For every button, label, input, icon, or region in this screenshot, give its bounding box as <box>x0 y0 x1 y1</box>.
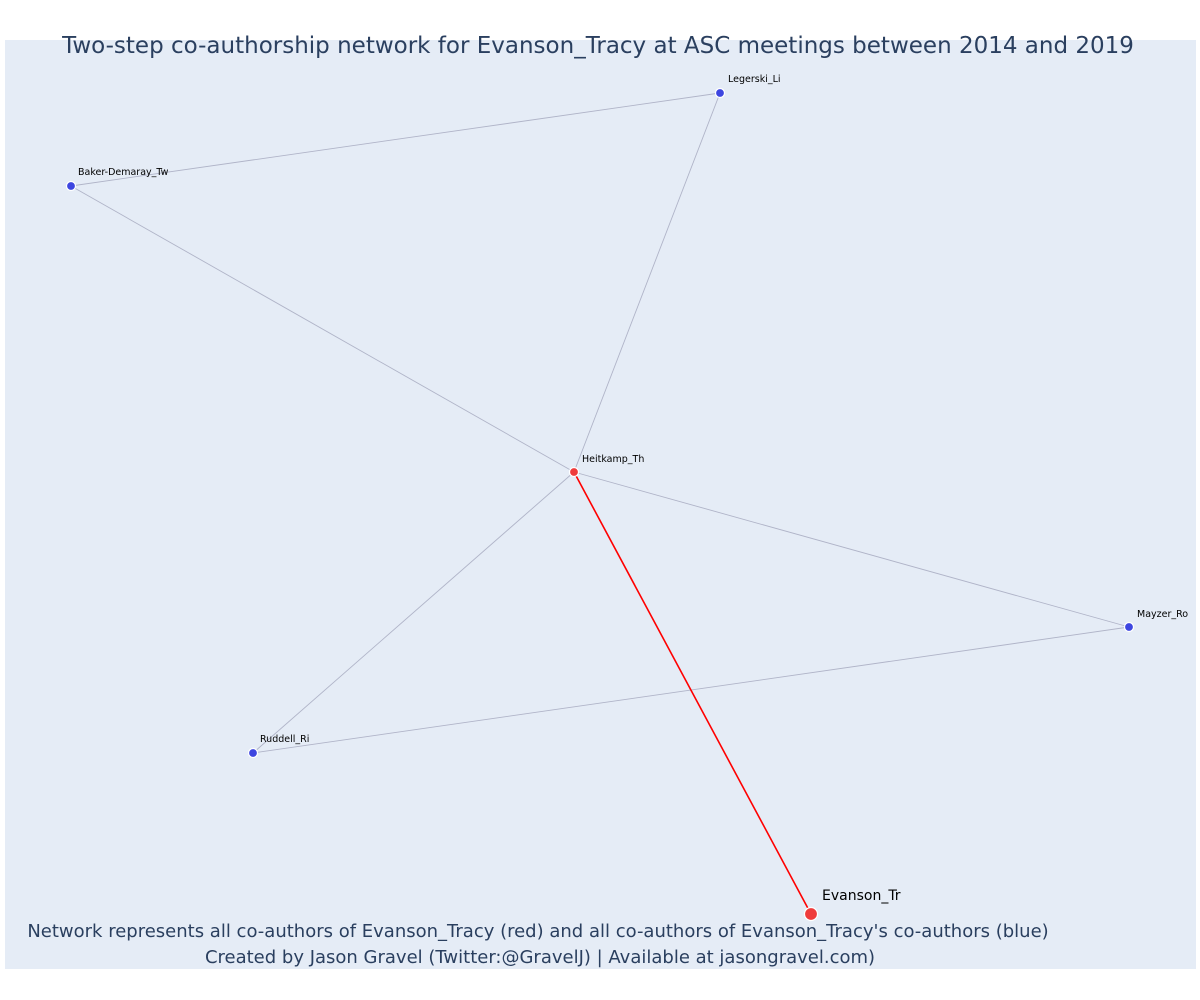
node-Mayzer_Ro[interactable] <box>1123 621 1135 633</box>
node-label-Heitkamp_Th: Heitkamp_Th <box>582 454 644 465</box>
node-label-Mayzer_Ro: Mayzer_Ro <box>1137 609 1188 620</box>
edge-Legerski_Li-Heitkamp_Th <box>573 92 721 473</box>
chart-title: Two-step co-authorship network for Evans… <box>61 33 1134 59</box>
nodes-layer <box>65 87 1135 922</box>
edge-Heitkamp_Th-Evanson_Tr <box>573 471 812 915</box>
edges-layer <box>70 92 1130 915</box>
node-label-Legerski_Li: Legerski_Li <box>728 74 781 85</box>
plot-background <box>5 40 1196 969</box>
node-Legerski_Li[interactable] <box>714 87 726 99</box>
node-Heitkamp_Th[interactable] <box>568 466 580 478</box>
caption-line-2: Created by Jason Gravel (Twitter:@Gravel… <box>205 947 875 968</box>
labels-layer: Legerski_LiBaker-Demaray_TwHeitkamp_ThMa… <box>78 74 1188 904</box>
node-label-Ruddell_Ri: Ruddell_Ri <box>260 734 309 745</box>
edge-Baker-Demaray_Tw-Legerski_Li <box>70 92 721 187</box>
edge-Heitkamp_Th-Ruddell_Ri <box>252 471 575 754</box>
edge-Baker-Demaray_Tw-Heitkamp_Th <box>70 185 575 473</box>
node-label-Baker-Demaray_Tw: Baker-Demaray_Tw <box>78 167 169 178</box>
node-Evanson_Tr[interactable] <box>803 906 819 922</box>
node-label-Evanson_Tr: Evanson_Tr <box>822 888 901 904</box>
node-Ruddell_Ri[interactable] <box>247 747 259 759</box>
edge-Heitkamp_Th-Mayzer_Ro <box>573 471 1130 628</box>
node-Baker-Demaray_Tw[interactable] <box>65 180 77 192</box>
caption-line-1: Network represents all co-authors of Eva… <box>27 921 1048 942</box>
